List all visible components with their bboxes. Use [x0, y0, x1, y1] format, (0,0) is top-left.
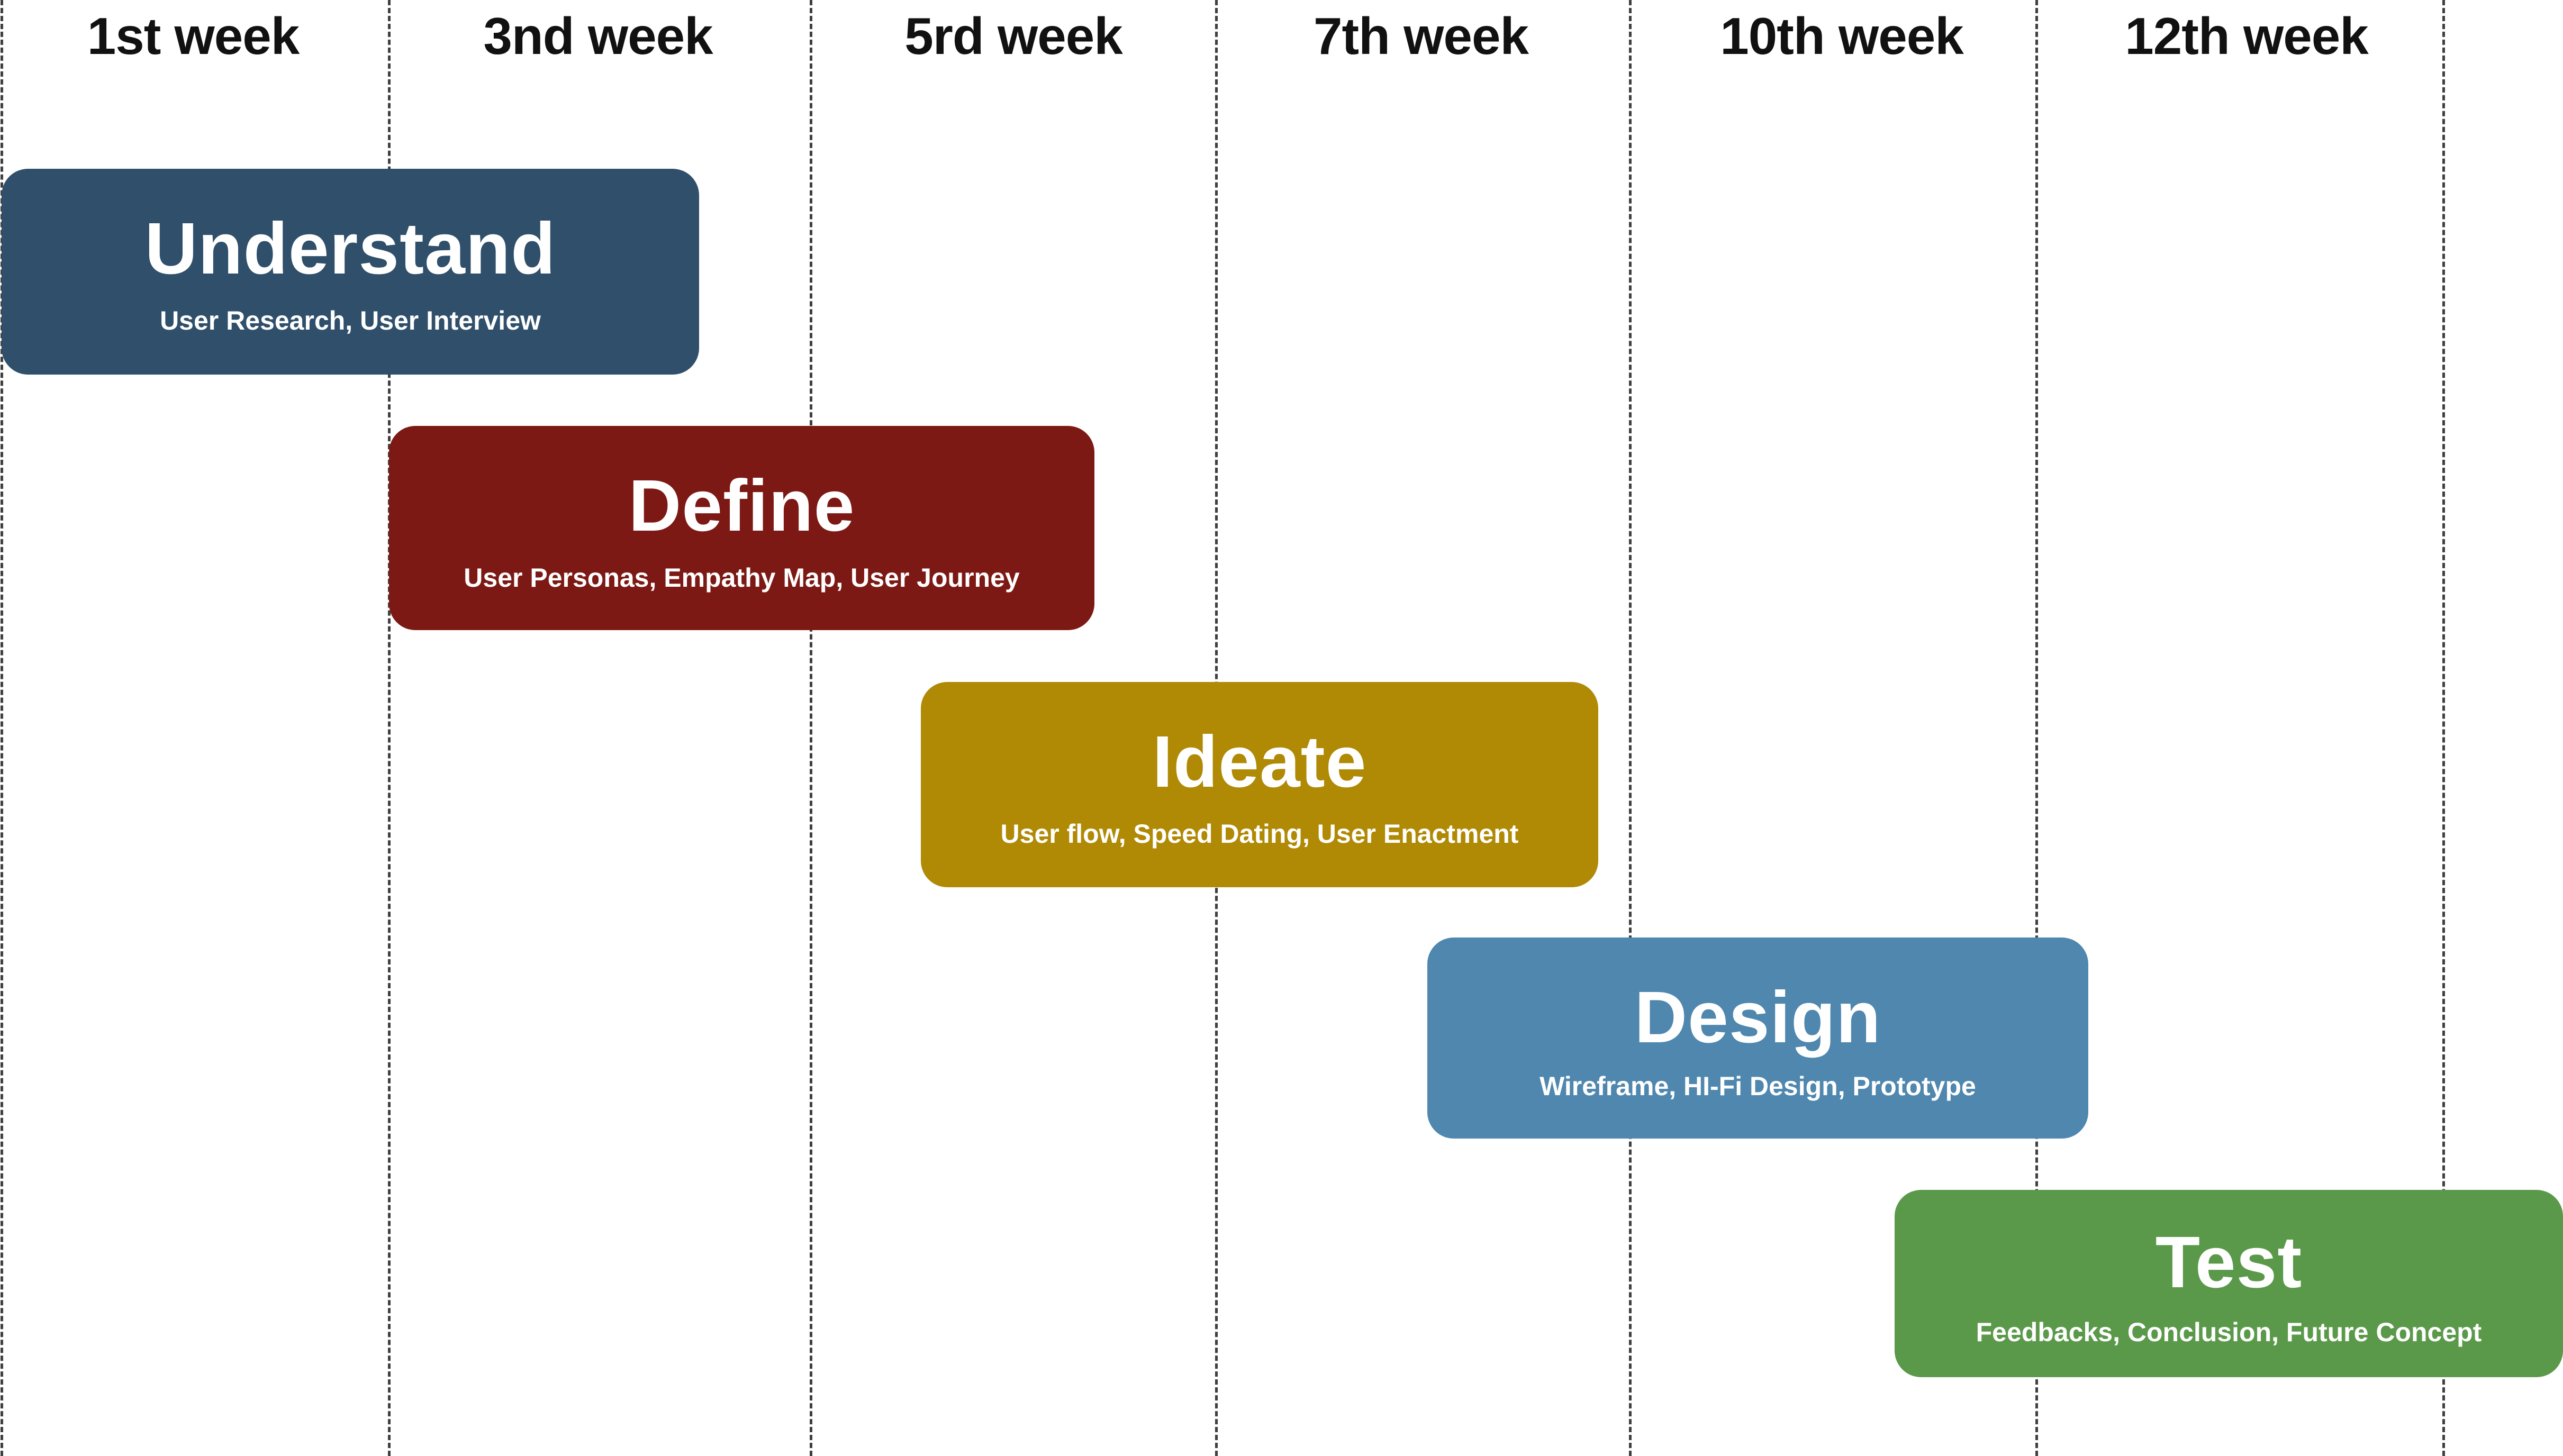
week-label-1st: 1st week	[87, 7, 300, 65]
phase-understand-title: Understand	[144, 208, 556, 289]
phase-test-title: Test	[2155, 1222, 2303, 1303]
phase-define-card: Define User Personas, Empathy Map, User …	[389, 426, 1094, 630]
phase-ideate-activities: User flow, Speed Dating, User Enactment	[1000, 819, 1519, 849]
phase-ideate-card: Ideate User flow, Speed Dating, User Ena…	[921, 682, 1598, 887]
phase-define-title: Define	[628, 465, 855, 547]
week-divider-line	[388, 0, 391, 1456]
week-divider-line	[1, 0, 3, 1456]
phase-design-title: Design	[1634, 977, 1881, 1058]
week-label-10th: 10th week	[1720, 7, 1963, 65]
week-divider-line	[2035, 0, 2038, 1456]
week-label-12th: 12th week	[2125, 7, 2368, 65]
phase-test-card: Test Feedbacks, Conclusion, Future Conce…	[1895, 1190, 2563, 1377]
phase-understand-activities: User Research, User Interview	[160, 306, 541, 335]
phase-understand-card: Understand User Research, User Interview	[2, 169, 699, 375]
week-divider-line	[810, 0, 812, 1456]
phase-design-activities: Wireframe, HI-Fi Design, Prototype	[1539, 1071, 1976, 1101]
phase-design-card: Design Wireframe, HI-Fi Design, Prototyp…	[1427, 938, 2088, 1139]
week-label-5rd: 5rd week	[904, 7, 1122, 65]
week-divider-line	[1629, 0, 1632, 1456]
week-label-3nd: 3nd week	[483, 7, 713, 65]
phase-test-activities: Feedbacks, Conclusion, Future Concept	[1976, 1317, 2482, 1347]
phase-define-activities: User Personas, Empathy Map, User Journey	[464, 563, 1020, 593]
phase-ideate-title: Ideate	[1152, 721, 1367, 803]
week-label-7th: 7th week	[1314, 7, 1529, 65]
week-divider-line	[2442, 0, 2445, 1456]
